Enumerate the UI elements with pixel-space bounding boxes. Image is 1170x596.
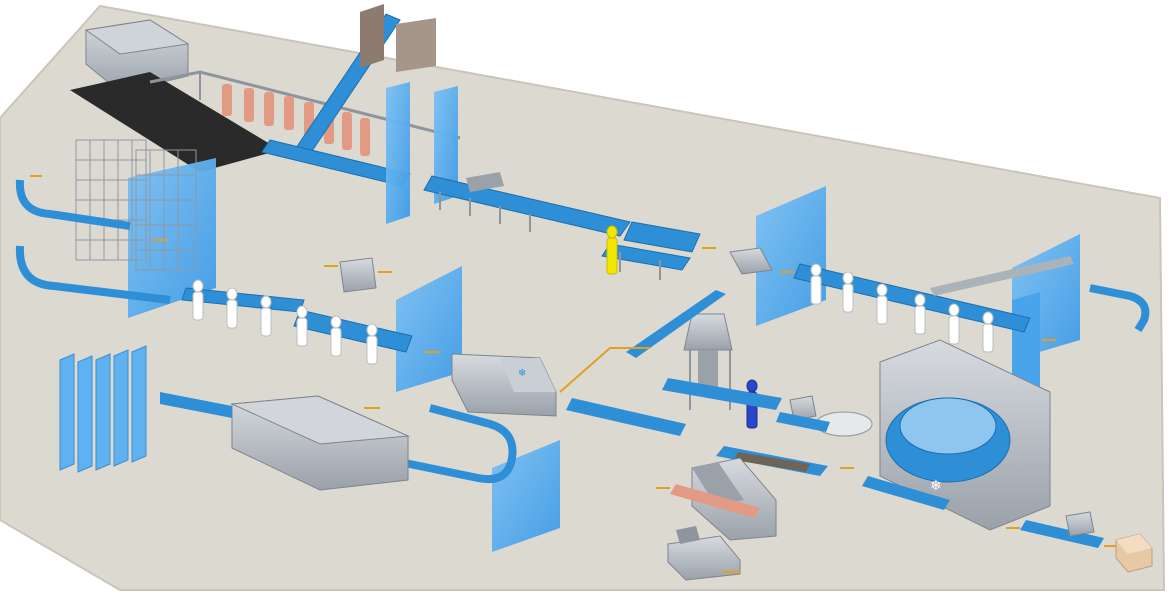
- grinder: [691, 457, 777, 541]
- inclined-feed-conveyor: [295, 4, 436, 155]
- dehairing-machine: [70, 19, 280, 172]
- washing-unit: [339, 247, 773, 293]
- final-conveyor: [1020, 520, 1104, 548]
- svg-text:❄: ❄: [518, 368, 526, 379]
- spiral-racks: [59, 345, 147, 473]
- output-conveyor: [566, 398, 686, 436]
- wall-partitions: [128, 82, 1080, 552]
- checkweigher: [776, 395, 830, 432]
- tunnel-freezer: [160, 392, 410, 491]
- freezer-infeed: [862, 476, 950, 510]
- weigher-conveyor: [662, 378, 782, 410]
- packing-line: [793, 256, 1074, 333]
- multihead-weigher: [626, 290, 733, 410]
- hanging-carcasses: [222, 84, 370, 156]
- cutting-conveyor: [423, 172, 701, 271]
- inspection-table: [716, 446, 828, 476]
- tray-loader: [670, 484, 760, 518]
- final-checkweigher: [1065, 511, 1095, 537]
- flow-arrows: [30, 175, 1116, 573]
- deboning-tables: [439, 192, 661, 280]
- svg-text:❄: ❄: [930, 478, 942, 494]
- packing-line-workers: [810, 263, 994, 353]
- blast-chiller: ❄: [451, 353, 557, 417]
- worker-yellow: [606, 225, 618, 275]
- spiral-freezer: ❄: [879, 339, 1051, 531]
- curved-conveyors: [15, 179, 1150, 483]
- hanging-rack-trolleys: [75, 139, 197, 271]
- trimming-line-workers: [192, 279, 378, 365]
- stuffing-machine: [667, 526, 741, 581]
- carton-pallet: [1115, 533, 1153, 573]
